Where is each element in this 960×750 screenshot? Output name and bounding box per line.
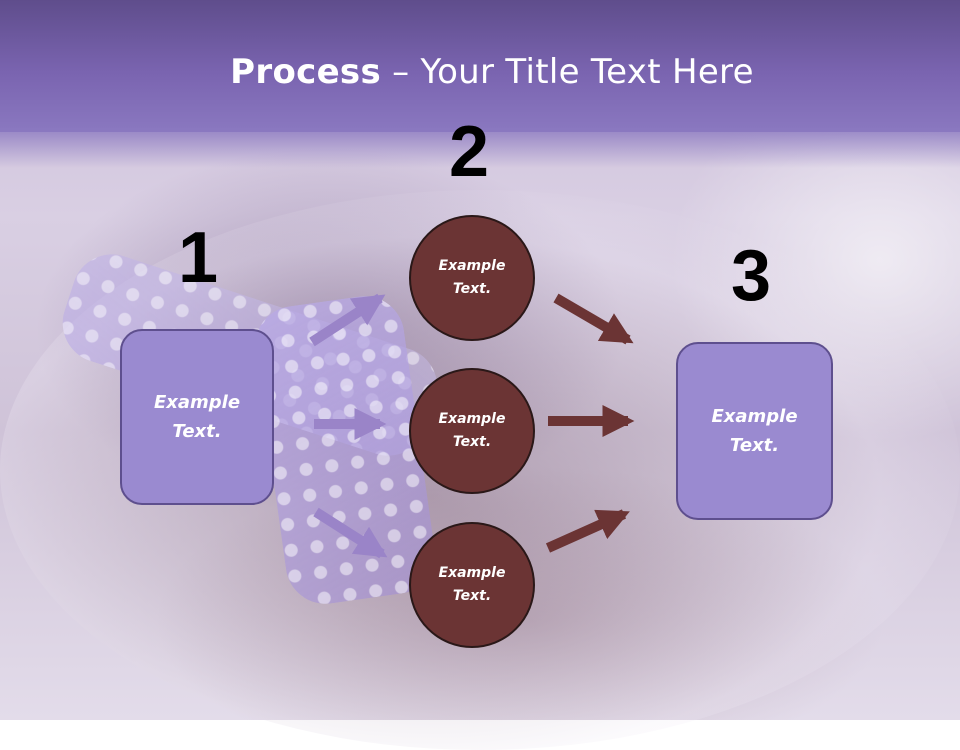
- step-3-label: Example Text.: [711, 406, 798, 456]
- step-number-2: 2: [449, 112, 490, 192]
- step-2-circle-top: Example Text.: [409, 215, 535, 341]
- step-3-box: Example Text.: [676, 342, 833, 520]
- step-1-label: Example Text.: [153, 392, 241, 442]
- slide-title: Process – Your Title Text Here: [0, 52, 960, 92]
- step-2-label-middle: Example Text.: [438, 411, 506, 450]
- arrow-1-to-2a: [309, 293, 386, 347]
- step-number-1: 1: [178, 218, 219, 298]
- step-2-label-bottom: Example Text.: [438, 565, 506, 604]
- title-bar-fade: [0, 128, 960, 168]
- step-2-circle-middle: Example Text.: [409, 368, 535, 494]
- arrow-2a-to-3: [553, 293, 634, 345]
- title-bold: Process: [230, 52, 382, 92]
- arrow-1-to-2c: [313, 507, 388, 559]
- step-1-box: Example Text.: [120, 329, 274, 505]
- step-number-3: 3: [731, 236, 772, 316]
- arrow-2c-to-3: [545, 509, 630, 553]
- title-bar: [0, 0, 960, 132]
- title-rest: – Your Title Text Here: [381, 52, 754, 92]
- step-2-label-top: Example Text.: [438, 258, 506, 297]
- flow-arrows: [309, 293, 635, 559]
- step-2-circle-bottom: Example Text.: [409, 522, 535, 648]
